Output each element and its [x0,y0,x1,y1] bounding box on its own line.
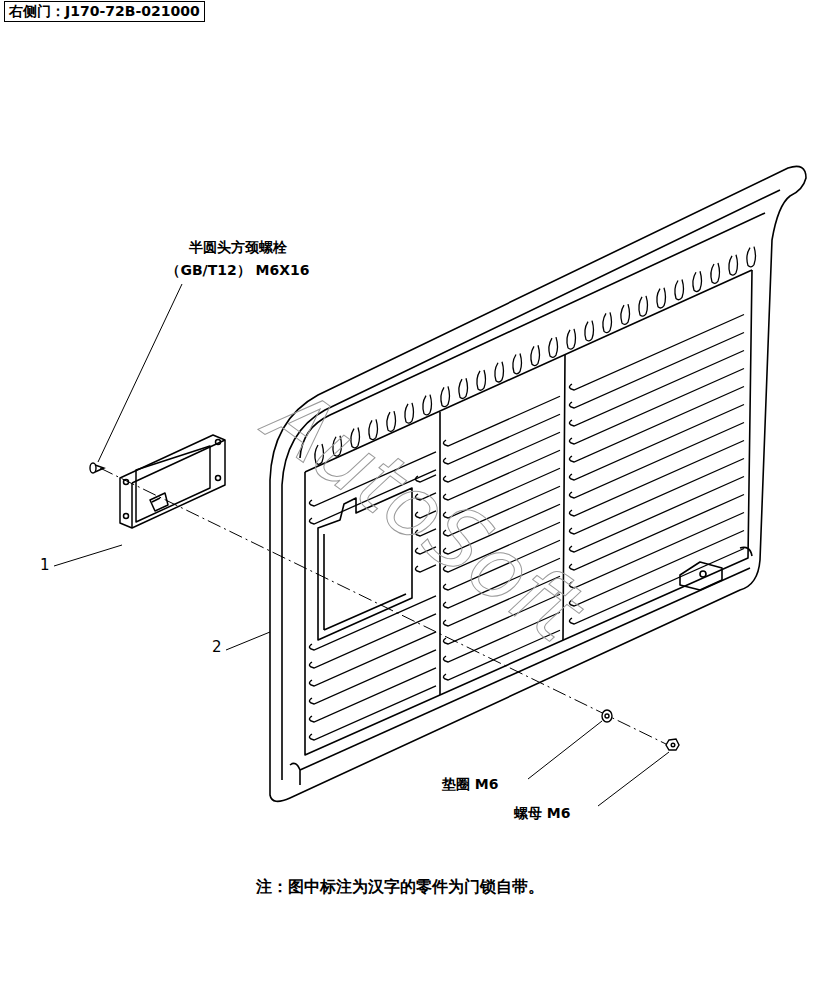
louvre-slat [569,405,744,480]
top-slot [711,263,720,283]
bolt [90,463,104,473]
top-slot [387,411,396,431]
top-slot [405,403,414,423]
mount-tab [680,562,722,590]
louvre-slat [443,432,560,482]
louvre-slat [569,459,744,534]
leader-line [54,284,669,806]
drawing-title: 右侧门：J170-72B-021000 [4,1,205,22]
top-slot [639,296,648,316]
louvre-slat [569,387,744,462]
louvre-slat [443,414,560,464]
top-slot [459,378,468,398]
top-slot [747,247,756,267]
top-slot [603,312,612,332]
top-slot [693,271,702,291]
louvre-slat [569,441,744,516]
top-slot [675,279,684,299]
louvre-slat [569,513,744,588]
louvre-slat [569,477,744,552]
louvre-slat [569,333,744,408]
top-slot [549,337,558,357]
louvre-slat [309,686,436,740]
washer-nut [602,710,679,750]
part-name: 半圆头方颈螺栓 （GB/T12） M6X16 [150,236,326,282]
corner-foot [290,763,300,785]
louvre-slat [569,423,744,498]
louvre-slat [569,531,744,606]
louvre-slat [569,315,744,390]
top-slot [513,354,522,374]
top-slot [621,304,630,324]
top-slot [423,395,432,415]
top-slot [441,386,450,406]
part-name: 垫圈 M6 [442,776,499,793]
door-lock [120,435,225,528]
top-slot [657,288,666,308]
top-slot [585,321,594,341]
corner-foot [740,547,752,556]
louvre-slat [569,351,744,426]
top-slot [729,255,738,275]
note-caption: 注：图中标注为汉字的零件为门锁自带。 [256,877,544,896]
top-slot [567,329,576,349]
top-slot [495,362,504,382]
louvre-slat [569,495,744,570]
louvre-slat [569,369,744,444]
top-slot [477,370,486,390]
callout-number: 2 [212,638,222,656]
part-name: 螺母 M6 [514,805,571,822]
louvre-slat [443,396,560,446]
callout-number: 1 [40,556,50,574]
top-slot [531,345,540,365]
